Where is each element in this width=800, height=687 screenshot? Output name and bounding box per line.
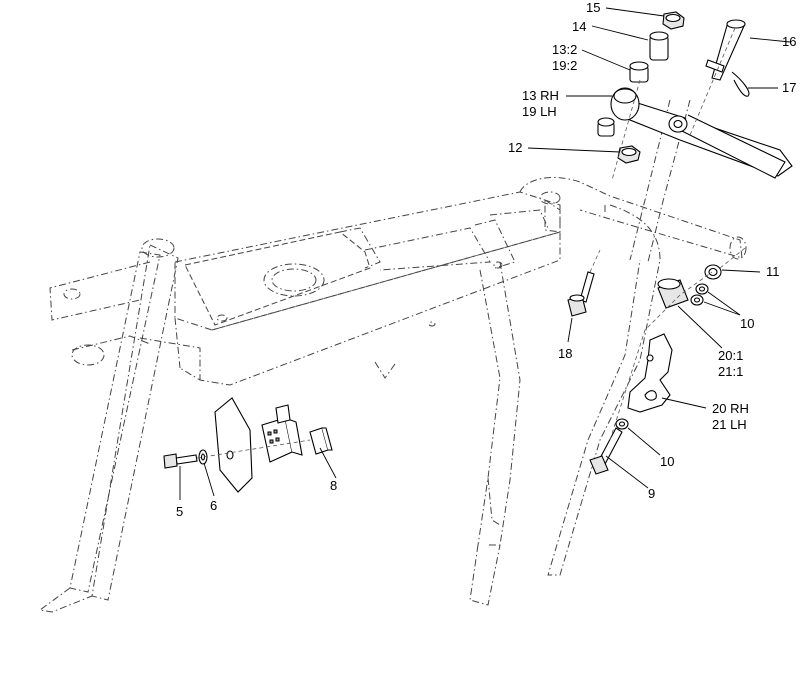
callout-21-lh: 21 LH [712, 417, 747, 432]
callout-19-lh: 19 LH [522, 104, 557, 119]
callout-18: 18 [558, 346, 572, 361]
washers-10 [690, 283, 709, 306]
washer-10-lower [615, 418, 629, 430]
leader-lines [179, 7, 791, 500]
handle-frame [38, 99, 747, 613]
callout-9: 9 [648, 486, 655, 501]
switch-block [261, 404, 303, 463]
callout-13-2: 13:2 [552, 42, 577, 57]
screw-5 [163, 453, 198, 469]
callout-8: 8 [330, 478, 337, 493]
callout-6: 6 [210, 498, 217, 513]
washer-11 [704, 264, 722, 280]
spacer-lower [597, 117, 615, 137]
clip-8 [309, 427, 333, 455]
callout-10-lower: 10 [660, 454, 674, 469]
washer-6 [198, 449, 208, 465]
callout-labels: 15 14 13:2 19:2 16 17 13 RH 19 LH 12 11 … [176, 0, 796, 519]
callout-21-1: 21:1 [718, 364, 743, 379]
callout-20-rh: 20 RH [712, 401, 749, 416]
callout-17: 17 [782, 80, 796, 95]
callout-10-upper: 10 [740, 316, 754, 331]
nut-15 [662, 11, 685, 30]
callout-19-2: 19:2 [552, 58, 577, 73]
nut-12 [617, 145, 641, 164]
spacer-13-2 [629, 61, 649, 83]
callout-13-rh: 13 RH [522, 88, 559, 103]
lever-20-21 [627, 333, 673, 413]
hairpin-17 [731, 71, 750, 97]
callout-15: 15 [586, 0, 600, 15]
callout-14: 14 [572, 19, 586, 34]
callout-11: 11 [766, 264, 780, 279]
pin-16 [705, 19, 746, 81]
linkage-arm [610, 87, 793, 179]
callout-16: 16 [782, 34, 796, 49]
callout-5: 5 [176, 504, 183, 519]
bushing-14 [649, 31, 669, 61]
bolt-18 [567, 271, 595, 317]
callout-12: 12 [508, 140, 522, 155]
bolt-9 [589, 427, 623, 475]
spacer-20-1 [657, 278, 689, 309]
bracket-plate [214, 397, 253, 493]
callout-20-1: 20:1 [718, 348, 743, 363]
